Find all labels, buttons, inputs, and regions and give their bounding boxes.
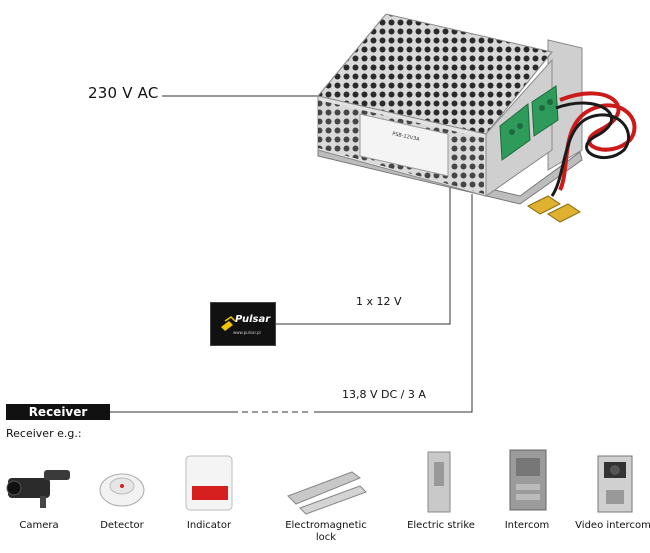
receiver-eg-label: Receiver e.g.: xyxy=(6,427,82,440)
psu-model-text: PSB-12V3A xyxy=(392,131,421,143)
battery-url: www.pulsar.pl xyxy=(233,330,261,335)
device-label-intercom: Intercom xyxy=(504,520,550,531)
ac-input-label: 230 V AC xyxy=(88,84,159,102)
device-label-electric-strike: Electric strike xyxy=(407,520,475,531)
receiver-bar: Receiver xyxy=(6,404,110,420)
camera-icon xyxy=(6,470,70,508)
device-label-detector: Detector xyxy=(100,520,144,531)
device-label-camera: Camera xyxy=(19,520,59,531)
battery-brand: Pulsar xyxy=(235,314,271,325)
pulsar-logo-icon xyxy=(221,316,236,331)
electric-strike-icon xyxy=(427,451,451,513)
indicator-icon xyxy=(185,455,233,511)
dc-output-line-b xyxy=(314,194,473,413)
video-intercom-icon xyxy=(597,455,633,513)
device-label-electromagnetic-lock: Electromagnetic lock xyxy=(285,520,367,543)
detector-icon xyxy=(99,473,145,507)
dc-output-label: 13,8 V DC / 3 A xyxy=(342,388,426,401)
battery-box: Pulsar www.pulsar.pl xyxy=(210,302,276,346)
device-label-indicator: Indicator xyxy=(186,520,232,531)
intercom-icon xyxy=(509,449,547,511)
device-label-video-intercom: Video intercom xyxy=(575,520,650,531)
electromagnetic-lock-icon xyxy=(287,471,367,515)
battery-voltage-label: 1 x 12 V xyxy=(356,295,402,308)
battery-line xyxy=(276,186,451,325)
